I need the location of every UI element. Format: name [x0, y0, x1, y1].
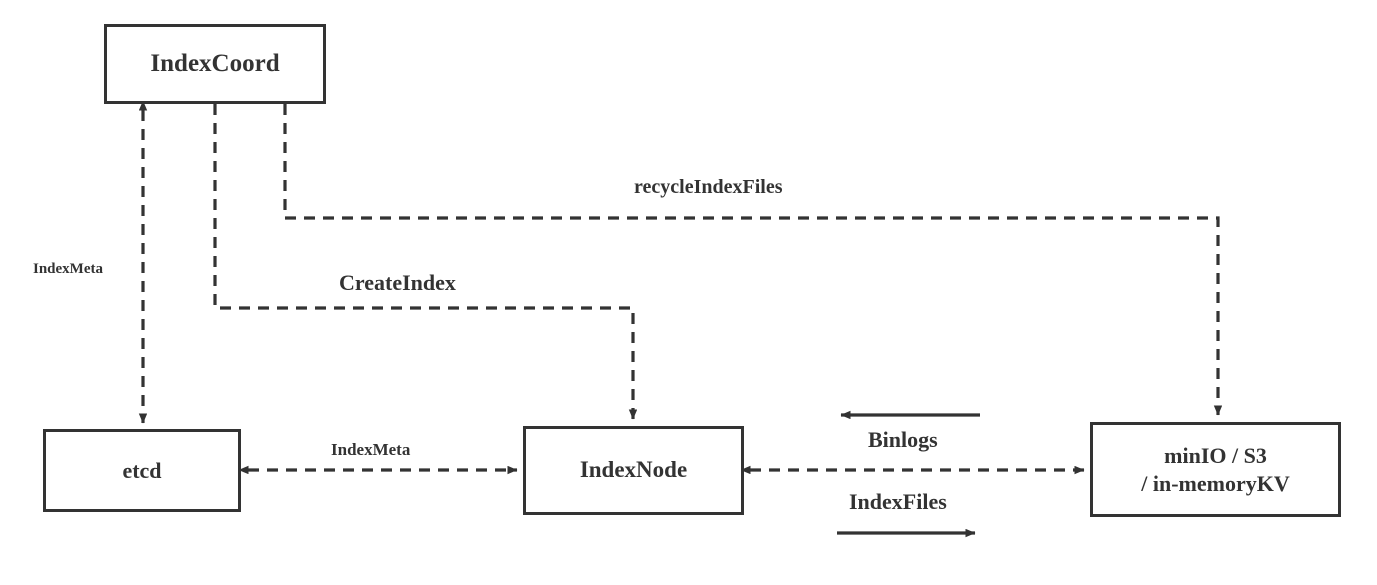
node-indexnode-label: IndexNode — [579, 457, 688, 483]
connector-indexcoord-minio — [283, 104, 1223, 416]
connector-indexcoord-indexnode — [213, 104, 638, 420]
edge-label-indexmeta-indexcoord-etcd: IndexMeta — [33, 261, 103, 277]
node-etcd-label: etcd — [122, 457, 162, 483]
edge-label-binlogs: Binlogs — [868, 427, 938, 452]
edge-label-indexfiles: IndexFiles — [849, 489, 947, 514]
edge-label-createindex: CreateIndex — [339, 270, 456, 295]
edge-label-recycleindexfiles: recycleIndexFiles — [634, 176, 783, 198]
node-etcd[interactable]: etcd — [43, 429, 241, 512]
node-indexcoord[interactable]: IndexCoord — [104, 24, 326, 104]
edge-label-indexmeta-etcd-indexnode: IndexMeta — [331, 440, 411, 459]
node-indexcoord-label: IndexCoord — [150, 50, 280, 78]
node-indexnode[interactable]: IndexNode — [523, 426, 744, 515]
node-minio-label: minIO / S3 / in-memoryKV — [1141, 443, 1290, 496]
node-minio[interactable]: minIO / S3 / in-memoryKV — [1090, 422, 1341, 517]
